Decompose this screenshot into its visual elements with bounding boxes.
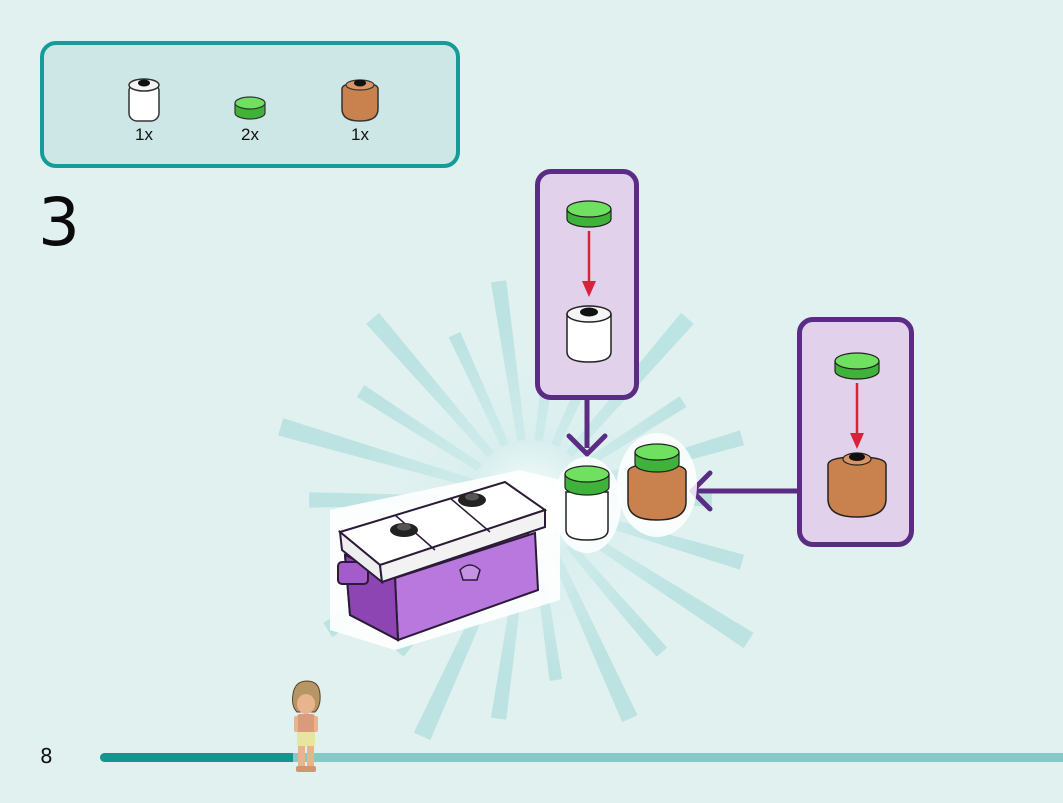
part-item: 2x	[210, 73, 290, 153]
part-qty: 1x	[135, 125, 153, 144]
part-item: 1x	[104, 73, 184, 153]
treasure-chest	[330, 470, 560, 650]
green-round-tile-icon	[234, 96, 266, 120]
parts-list-panel: 1x 2x 1x	[40, 41, 460, 168]
tan-round-brick-icon	[341, 79, 379, 122]
step-number: 3	[38, 184, 80, 261]
down-arrow-head	[566, 433, 608, 457]
page-progress-bar	[100, 753, 1063, 762]
page-number: 8	[40, 744, 53, 768]
sub-assembly-callout-tan	[797, 317, 914, 547]
part-qty: 2x	[241, 125, 259, 144]
sub-assembly-white-illustration	[566, 200, 612, 363]
white-round-stack	[553, 457, 621, 553]
part-qty: 1x	[351, 125, 369, 144]
tan-round-stack	[617, 433, 697, 537]
minifigure-progress-marker-icon	[292, 680, 321, 772]
sub-assembly-tan-illustration	[827, 352, 887, 518]
part-item: 1x	[320, 73, 400, 153]
page-progress-fill	[100, 753, 293, 762]
sub-assembly-callout-white	[535, 169, 639, 400]
white-round-brick-icon	[128, 78, 160, 122]
